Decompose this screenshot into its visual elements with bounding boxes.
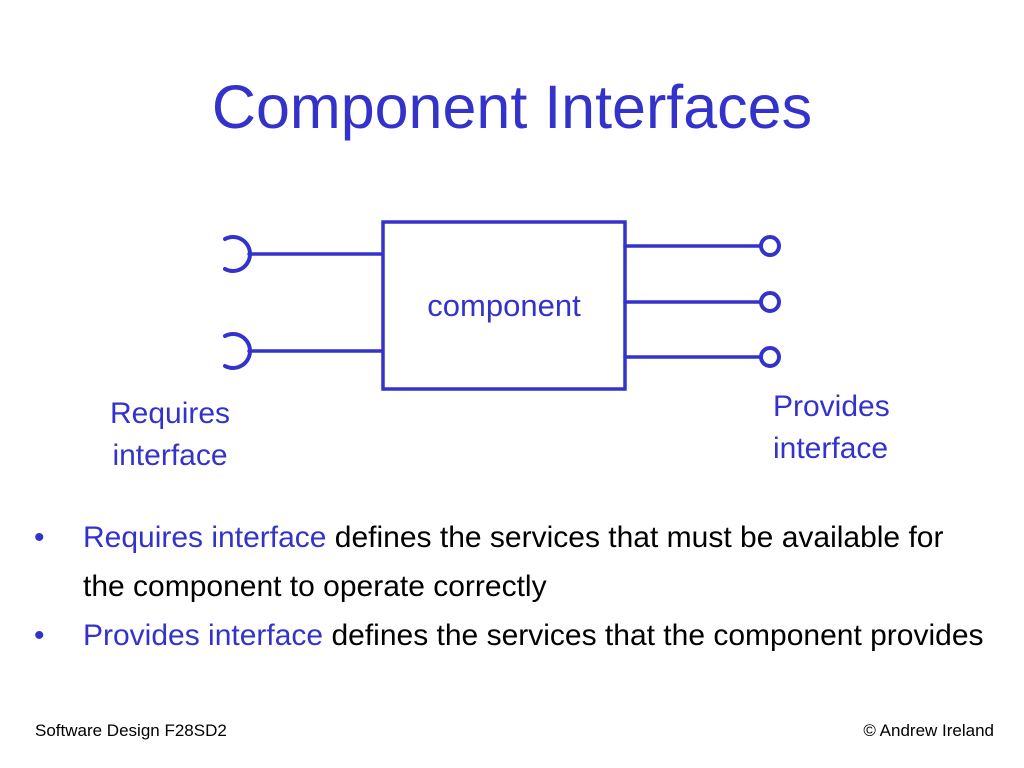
provides-interface-label: Provides interface [773,390,890,465]
requires-socket-icon [223,235,252,273]
provides-lollipop-icon [759,346,781,368]
bullet-item: • Provides interface defines the service… [30,611,995,660]
provides-lollipop-icon [759,235,781,257]
bullet-rest-text: defines the services that must be availa… [83,521,944,603]
component-box [381,220,627,391]
slide-footer: Software Design F28SD2 © Andrew Ireland [35,721,994,741]
bullet-item: • Requires interface defines the service… [30,513,995,611]
provides-lollipop-icon [759,291,781,313]
footer-author-label: © Andrew Ireland [863,721,994,740]
footer-course-label: Software Design F28SD2 [35,721,227,740]
bullet-list: • Requires interface defines the service… [30,513,995,660]
bullet-marker: • [34,619,45,652]
requires-socket-icon [223,332,252,370]
bullet-text: Provides interface defines the services … [83,611,988,660]
requires-interface-label: Requires interface [109,397,231,472]
slide-title: Component Interfaces [211,73,813,141]
bullet-text: Requires interface defines the services … [83,513,988,611]
bullet-lead-term: Requires interface [83,521,327,554]
bullet-rest-text: defines the services that the component … [323,619,984,652]
bullet-marker: • [34,521,45,554]
bullet-lead-term: Provides interface [83,619,324,652]
component-box-label: component [427,287,581,323]
